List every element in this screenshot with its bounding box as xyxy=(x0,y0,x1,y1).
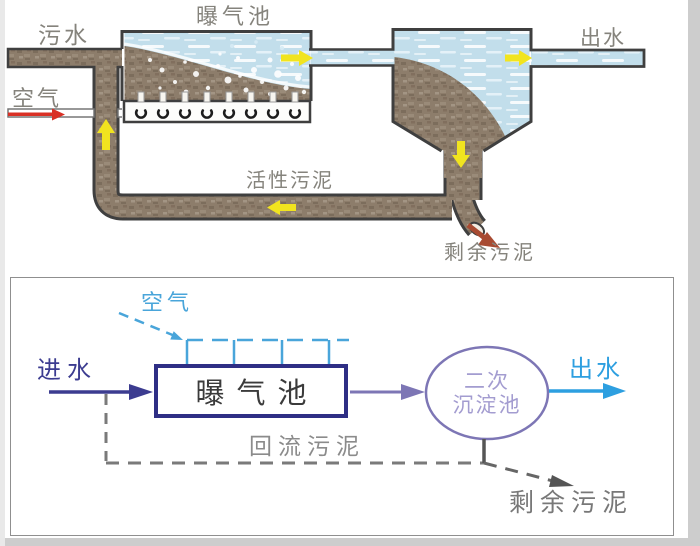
label-activated-sludge: 活性污泥 xyxy=(246,168,334,192)
label-secondary-line2: 沉淀池 xyxy=(452,393,522,418)
air-arrowhead xyxy=(170,331,183,340)
page-edge-left xyxy=(0,0,5,546)
flow-chart-panel: 曝气池 二次 沉淀池 空气 进水 出水 回流污泥 剩余污泥 xyxy=(10,277,674,536)
diffusers xyxy=(134,91,302,119)
label-secondary-sedimentation: 二次 沉淀池 xyxy=(426,369,548,417)
aeration-tank-box: 曝气池 xyxy=(154,364,348,418)
arrow-down-clarifier xyxy=(452,141,470,168)
air-manifold xyxy=(118,311,349,364)
effluent-arrow-bottom xyxy=(549,383,626,399)
arrow-right-tank-outlet xyxy=(281,50,313,66)
page-edge-bottom xyxy=(0,538,700,546)
label-effluent-top: 出水 xyxy=(580,26,626,50)
excess-sludge-branch xyxy=(482,439,574,487)
effluent-channel xyxy=(529,48,646,68)
page-edge-right xyxy=(688,0,700,546)
label-air-top: 空气 xyxy=(12,87,63,112)
flow-chart-lines xyxy=(49,311,626,487)
label-effluent-bottom: 出水 xyxy=(569,355,623,383)
label-aeration-tank-box: 曝气池 xyxy=(195,376,319,410)
diffuser-box xyxy=(122,99,312,124)
arrow-right-effluent xyxy=(505,50,532,66)
arrow-left-return xyxy=(267,200,296,215)
label-sewage: 污水 xyxy=(38,23,90,49)
flow-arrows-yellow xyxy=(97,50,532,215)
secondary-clarifier xyxy=(391,28,533,178)
influent-arrow xyxy=(49,384,153,400)
label-aeration-tank-top: 曝气池 xyxy=(196,5,275,30)
label-secondary-line1: 二次 xyxy=(464,369,510,393)
arrow-up-riser xyxy=(97,119,115,150)
excess-sludge-arrow xyxy=(466,223,500,248)
label-excess-sludge-bottom: 剩余污泥 xyxy=(509,488,634,517)
aeration-tank xyxy=(120,30,313,124)
label-excess-sludge-top: 剩余污泥 xyxy=(444,240,536,264)
air-arrow-red xyxy=(8,108,65,121)
to-clarifier-arrow xyxy=(350,384,425,400)
treatment-plant-illustration xyxy=(6,28,646,248)
transfer-channel xyxy=(309,48,395,67)
label-return-sludge: 回流污泥 xyxy=(249,434,365,460)
label-air-bottom: 空气 xyxy=(141,291,194,316)
return-sludge-dashes xyxy=(104,394,484,465)
label-influent: 进水 xyxy=(37,356,97,384)
secondary-sedimentation-ellipse xyxy=(424,345,550,441)
